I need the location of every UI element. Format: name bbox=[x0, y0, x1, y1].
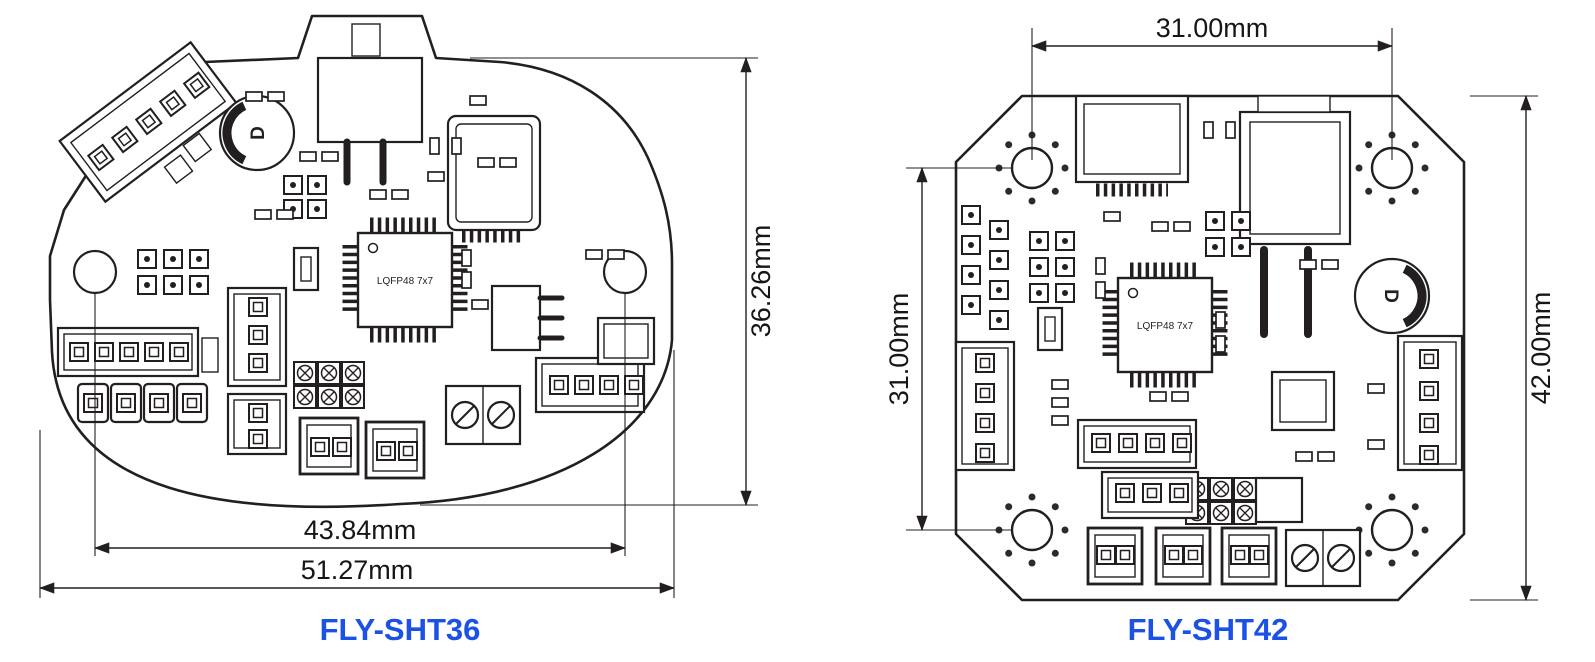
dimension-label: 36.26mm bbox=[746, 225, 776, 338]
board-fly-sht36: D LQFP48 7x7 bbox=[38, 14, 776, 647]
dimension-overall-height: 42.00mm bbox=[1470, 94, 1556, 602]
chip-marking: LQFP48 7x7 bbox=[377, 276, 434, 287]
sd-card-slot bbox=[1074, 94, 1190, 197]
pin-header-row bbox=[76, 382, 209, 424]
jst-connector-2 bbox=[1154, 526, 1212, 586]
dimension-label: 51.27mm bbox=[301, 555, 414, 585]
voltage-regulator bbox=[490, 284, 565, 352]
solder-jumper-grid bbox=[293, 361, 365, 409]
mounting-holes bbox=[72, 249, 648, 295]
oscillator bbox=[1036, 306, 1064, 352]
chip-marking: LQFP48 7x7 bbox=[1137, 321, 1194, 332]
fan-connector-2 bbox=[226, 392, 288, 456]
bottom-connector-2 bbox=[1100, 470, 1200, 520]
right-edge-connector bbox=[1396, 334, 1464, 472]
oscillator bbox=[292, 246, 320, 292]
electrolytic-capacitor: D bbox=[1353, 257, 1431, 335]
jst-connector-3 bbox=[1220, 526, 1278, 586]
cap-marking: D bbox=[248, 126, 269, 140]
driver-ic bbox=[1270, 370, 1336, 432]
mounting-hole-left bbox=[72, 249, 118, 295]
dimension-overall-width: 51.27mm bbox=[38, 350, 676, 598]
top-power-connector bbox=[316, 23, 424, 186]
dimension-hole-span: 43.84mm bbox=[93, 294, 627, 556]
dimension-left-hole-span: 31.00mm bbox=[884, 166, 1012, 532]
qfp-chip: LQFP48 7x7 bbox=[1110, 270, 1220, 380]
left-edge-connector bbox=[56, 326, 219, 378]
angled-connector bbox=[58, 40, 238, 204]
power-connector bbox=[1238, 95, 1352, 338]
board-label-fly-sht42: FLY-SHT42 bbox=[1128, 612, 1289, 647]
jst-connector-1 bbox=[1086, 526, 1144, 586]
jst-connector-1 bbox=[298, 416, 360, 476]
dimension-top-hole-span: 31.00mm bbox=[1030, 13, 1394, 160]
board-fly-sht42: D LQFP48 7x7 bbox=[884, 13, 1556, 647]
screw-terminal bbox=[444, 384, 522, 446]
dimension-label: 42.00mm bbox=[1526, 292, 1556, 405]
cap-marking: D bbox=[1380, 289, 1401, 303]
left-edge-connector bbox=[954, 340, 1016, 472]
qfp-chip: LQFP48 7x7 bbox=[350, 225, 460, 335]
cap-polarity-mark bbox=[1357, 261, 1427, 331]
bottom-connector-1 bbox=[1076, 418, 1198, 470]
small-ic bbox=[1254, 476, 1304, 524]
jst-connector-2 bbox=[364, 420, 426, 480]
board-label-fly-sht36: FLY-SHT36 bbox=[320, 612, 481, 647]
fan-connector-1 bbox=[226, 286, 288, 388]
mounting-hole-right bbox=[602, 249, 648, 295]
inductor bbox=[596, 316, 656, 366]
sd-card-slot bbox=[446, 114, 542, 243]
bottom-right-connector bbox=[534, 356, 646, 414]
dimension-label: 31.00mm bbox=[884, 293, 914, 406]
dimension-overall-height: 36.26mm bbox=[420, 56, 776, 507]
screw-terminal bbox=[1284, 528, 1362, 588]
dimension-label: 31.00mm bbox=[1156, 13, 1269, 43]
dimension-label: 43.84mm bbox=[304, 515, 417, 545]
